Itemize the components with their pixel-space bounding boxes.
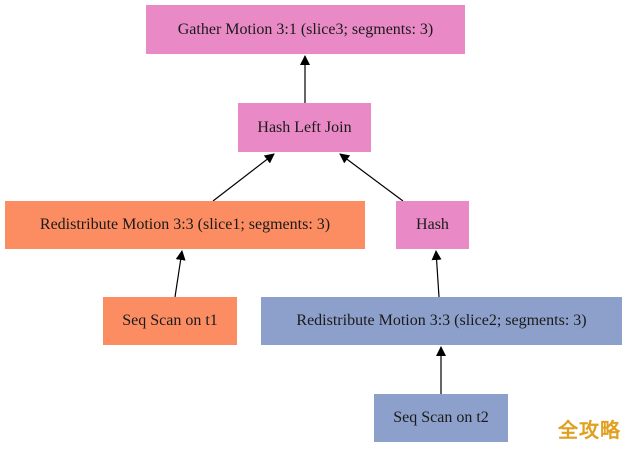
node-redistribute-motion-slice1: Redistribute Motion 3:3 (slice1; segment…: [5, 201, 365, 249]
node-hash: Hash: [396, 201, 469, 249]
node-seq-scan-t2: Seq Scan on t2: [374, 394, 508, 442]
node-redistribute-motion-slice2: Redistribute Motion 3:3 (slice2; segment…: [261, 297, 622, 345]
node-label: Redistribute Motion 3:3 (slice2; segment…: [296, 312, 587, 329]
watermark-logo: 全攻略: [558, 418, 621, 442]
edge-redist2-to-hash: [431, 250, 442, 298]
edge-seqt1-to-redist1: [174, 250, 186, 298]
node-label: Redistribute Motion 3:3 (slice1; segment…: [39, 216, 331, 233]
node-label: Hash: [416, 216, 449, 233]
node-label: Seq Scan on t2: [393, 409, 489, 426]
edge-redist1-to-hashjoin: [212, 153, 275, 202]
node-label: Gather Motion 3:1 (slice3; segments: 3): [177, 20, 434, 38]
node-hash-left-join: Hash Left Join: [238, 103, 371, 152]
node-seq-scan-t1: Seq Scan on t1: [103, 297, 237, 345]
node-label: Seq Scan on t1: [122, 312, 218, 329]
node-gather-motion: Gather Motion 3:1 (slice3; segments: 3): [146, 5, 465, 54]
node-label: Hash Left Join: [257, 118, 352, 136]
edge-hash-to-hashjoin: [339, 153, 404, 202]
